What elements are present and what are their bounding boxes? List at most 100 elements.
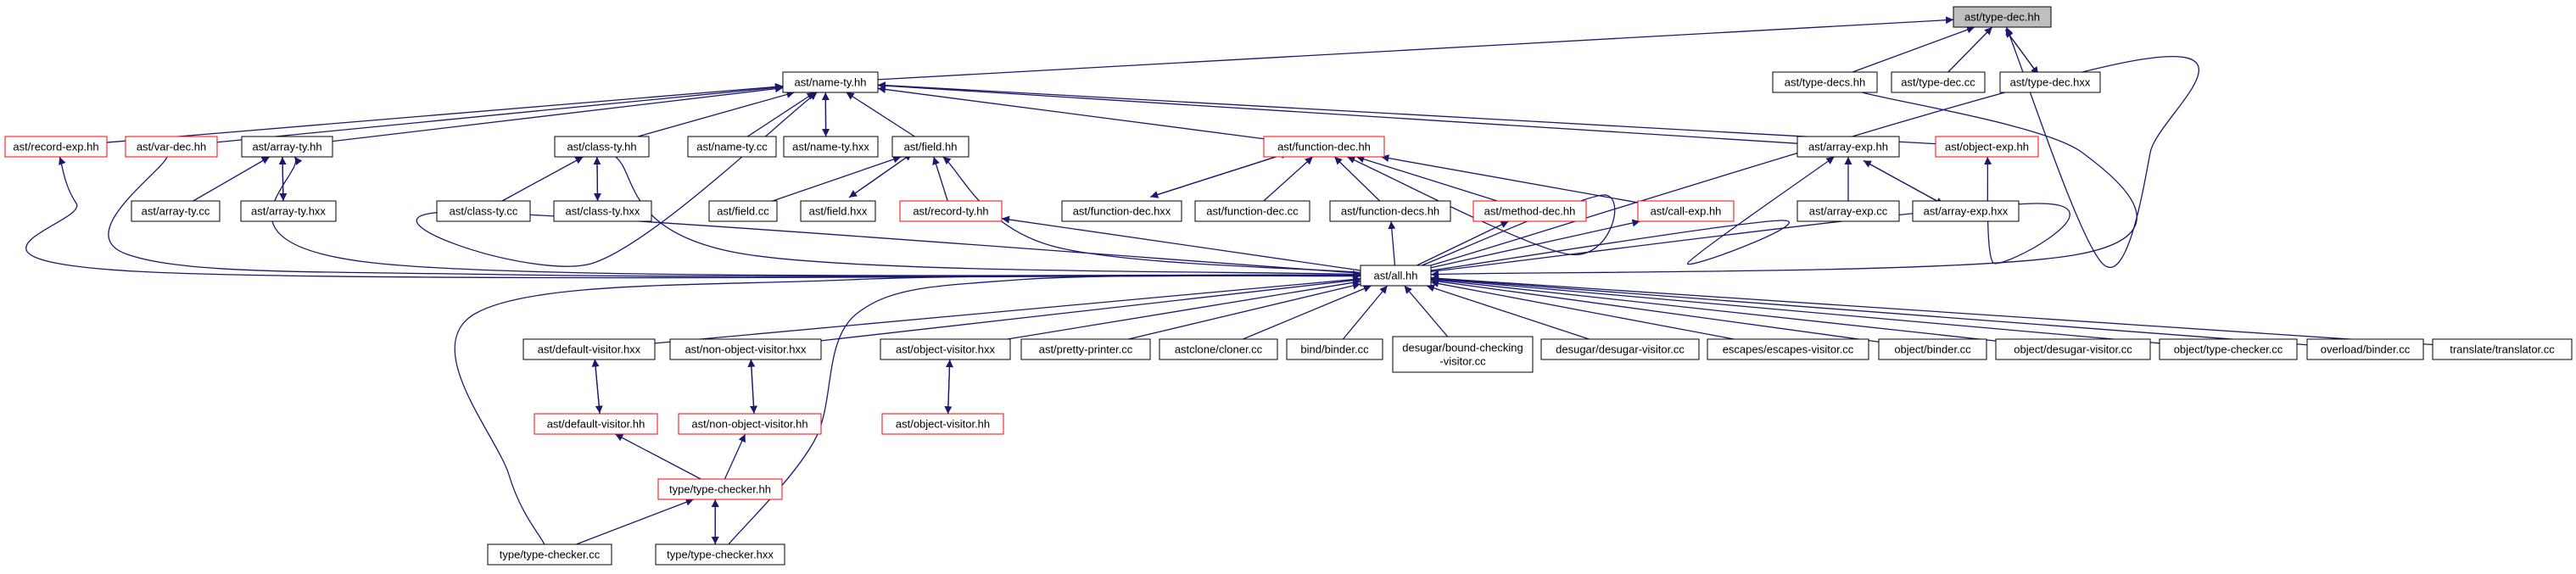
node-box: [782, 71, 879, 93]
node-type-checker-hxx[interactable]: type/type-checker.hxx: [655, 543, 785, 566]
node-record-ty-hh[interactable]: ast/record-ty.hh: [899, 200, 1003, 222]
node-pretty-printer-cc[interactable]: ast/pretty-printer.cc: [1020, 338, 1151, 360]
node-method-dec-hh[interactable]: ast/method-dec.hh: [1472, 200, 1587, 222]
node-class-ty-hxx[interactable]: ast/class-ty.hxx: [553, 200, 652, 222]
node-box: [1995, 338, 2151, 360]
node-name-ty-hxx[interactable]: ast/name-ty.hxx: [783, 136, 879, 158]
edge-array-exp-hh-to-name-ty-hh: [877, 81, 1798, 144]
edge-all-hh-to-array-exp-hh: [1430, 156, 1835, 271]
node-array-ty-hxx[interactable]: ast/array-ty.hxx: [240, 200, 337, 222]
node-default-visitor-hxx[interactable]: ast/default-visitor.hxx: [522, 338, 656, 360]
edge-escapes-visitor-cc-to-all-hh: [1430, 280, 1735, 340]
node-function-dec-hxx[interactable]: ast/function-dec.hxx: [1061, 200, 1182, 222]
node-label: ast/field.hxx: [809, 205, 868, 218]
node-box: [131, 200, 221, 222]
edge-function-decs-hh-to-function-dec-hh: [1333, 156, 1381, 202]
node-type-dec-hh[interactable]: ast/type-dec.hh: [1953, 6, 2052, 28]
edge-non-object-visitor-hxx-to-non-object-visitor-hh: [749, 359, 757, 414]
node-box: [800, 200, 876, 222]
edge-field-hh-to-name-ty-hh: [846, 92, 915, 137]
node-array-exp-hxx[interactable]: ast/array-exp.hxx: [1912, 200, 2020, 222]
nodes-layer: ast/type-dec.hh ast/name-ty.hh ast/type-de…: [4, 6, 2573, 566]
edge-array-ty-cc-to-array-ty-hh: [193, 156, 271, 202]
node-function-dec-hh[interactable]: ast/function-dec.hh: [1263, 136, 1385, 158]
node-desugar-visitor-cc[interactable]: desugar/desugar-visitor.cc: [1540, 338, 1700, 360]
node-name-ty-cc[interactable]: ast/name-ty.cc: [687, 136, 777, 158]
node-box: [436, 200, 531, 222]
node-object-exp-hh[interactable]: ast/object-exp.hh: [1935, 136, 2039, 158]
node-label: bind/binder.cc: [1300, 343, 1369, 356]
node-record-exp-hh[interactable]: ast/record-exp.hh: [4, 136, 108, 158]
node-field-cc[interactable]: ast/field.cc: [708, 200, 778, 222]
node-object-desugar-visitor-cc[interactable]: object/desugar-visitor.cc: [1995, 338, 2151, 360]
node-array-ty-cc[interactable]: ast/array-ty.cc: [131, 200, 221, 222]
edge-translator-cc-to-all-hh: [1430, 274, 2434, 346]
node-object-type-checker-cc[interactable]: object/type-checker.cc: [2159, 338, 2298, 360]
node-box: [1935, 136, 2039, 158]
node-all-hh[interactable]: ast/all.hh: [1360, 265, 1432, 287]
node-type-checker-cc[interactable]: type/type-checker.cc: [487, 543, 612, 566]
node-class-ty-hh[interactable]: ast/class-ty.hh: [554, 136, 650, 158]
node-bound-checking-cc[interactable]: desugar/bound-checking-visitor.cc: [1392, 336, 1534, 373]
node-overload-binder-cc[interactable]: overload/binder.cc: [2306, 338, 2424, 360]
edge-cloner-cc-to-all-hh: [1243, 285, 1372, 340]
node-array-ty-hh[interactable]: ast/array-ty.hh: [241, 136, 333, 158]
node-box: [1912, 200, 2020, 222]
node-type-checker-hh[interactable]: type/type-checker.hh: [657, 478, 783, 500]
node-box: [1953, 6, 2052, 28]
edge-array-ty-hh-to-array-ty-hxx: [279, 157, 288, 202]
node-cloner-cc[interactable]: astclone/cloner.cc: [1159, 338, 1278, 360]
node-box: [1540, 338, 1700, 360]
node-non-object-visitor-hh[interactable]: ast/non-object-visitor.hh: [678, 413, 822, 435]
node-object-visitor-hxx[interactable]: ast/object-visitor.hxx: [880, 338, 1011, 360]
node-box: [1796, 200, 1900, 222]
node-type-dec-hxx[interactable]: ast/type-dec.hxx: [1999, 71, 2101, 93]
node-label: astclone/cloner.cc: [1175, 343, 1263, 356]
node-name-ty-hh[interactable]: ast/name-ty.hh: [782, 71, 879, 93]
node-class-ty-cc[interactable]: ast/class-ty.cc: [436, 200, 531, 222]
node-call-exp-hh[interactable]: ast/call-exp.hh: [1637, 200, 1735, 222]
edge-name-ty-hh-to-type-dec-hh: [877, 16, 1954, 81]
edge-field-cc-to-field-hh: [772, 155, 902, 202]
node-field-hh[interactable]: ast/field.hh: [891, 136, 969, 158]
node-label: ast/name-ty.hh: [794, 76, 866, 89]
node-label: ast/array-ty.cc: [142, 205, 210, 218]
node-box: [1891, 71, 1986, 93]
node-box: [522, 338, 656, 360]
edge-function-dec-cc-to-function-dec-hh: [1263, 156, 1314, 202]
node-box: [487, 543, 612, 566]
node-default-visitor-hh[interactable]: ast/default-visitor.hh: [534, 413, 658, 435]
node-field-hxx[interactable]: ast/field.hxx: [800, 200, 876, 222]
node-box: [1159, 338, 1278, 360]
node-label: ast/name-ty.cc: [696, 141, 768, 153]
node-var-dec-hh[interactable]: ast/var-dec.hh: [125, 136, 218, 158]
node-function-decs-hh[interactable]: ast/function-decs.hh: [1329, 200, 1451, 222]
node-box: [1999, 71, 2101, 93]
node-type-decs-hh[interactable]: ast/type-decs.hh: [1772, 71, 1878, 93]
node-array-exp-cc[interactable]: ast/array-exp.cc: [1796, 200, 1900, 222]
node-label: ast/array-ty.hh: [252, 141, 321, 153]
node-label: escapes/escapes-visitor.cc: [1723, 343, 1854, 356]
node-box: [1360, 265, 1432, 287]
node-bind-binder-cc[interactable]: bind/binder.cc: [1286, 338, 1383, 360]
node-box: [553, 200, 652, 222]
edge-all-hh-to-call-exp-hh: [1430, 219, 1640, 269]
node-escapes-visitor-cc[interactable]: escapes/escapes-visitor.cc: [1707, 338, 1869, 360]
node-array-exp-hh[interactable]: ast/array-exp.hh: [1796, 136, 1900, 158]
edge-class-ty-cc-to-class-ty-hh: [501, 156, 584, 202]
node-box: [899, 200, 1003, 222]
node-non-object-visitor-hxx[interactable]: ast/non-object-visitor.hxx: [669, 338, 822, 360]
node-object-binder-cc[interactable]: object/binder.cc: [1878, 338, 1987, 360]
node-object-visitor-hh[interactable]: ast/object-visitor.hh: [881, 413, 1004, 435]
node-type-dec-cc[interactable]: ast/type-dec.cc: [1891, 71, 1986, 93]
node-label: ast/function-dec.hxx: [1073, 205, 1171, 218]
node-box: [708, 200, 778, 222]
node-box: [4, 136, 108, 158]
node-label: ast/default-visitor.hxx: [538, 343, 641, 356]
node-box: [241, 136, 333, 158]
node-function-dec-cc[interactable]: ast/function-dec.cc: [1194, 200, 1310, 222]
node-label: ast/type-decs.hh: [1785, 76, 1865, 89]
node-label: ast/record-ty.hh: [913, 205, 988, 218]
node-label: ast/function-dec.cc: [1206, 205, 1299, 218]
node-translator-cc[interactable]: translate/translator.cc: [2432, 338, 2573, 360]
